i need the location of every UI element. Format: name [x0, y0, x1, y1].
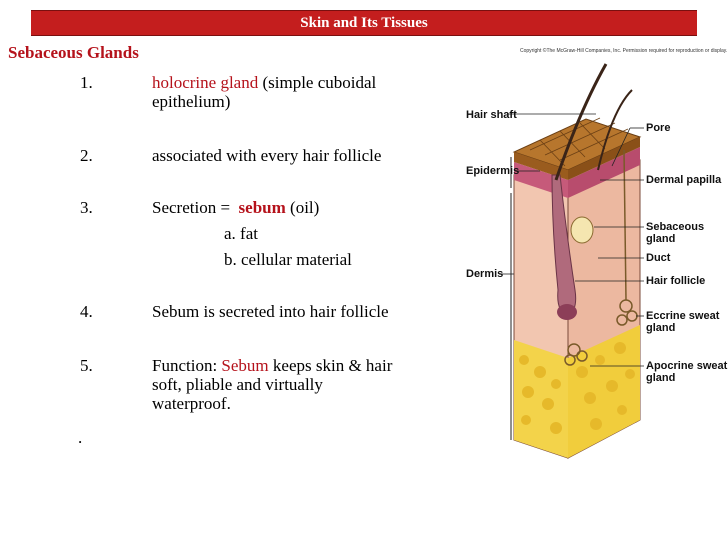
- item-number: 3.: [80, 198, 93, 217]
- item-text-line2: soft, pliable and virtually: [152, 375, 323, 394]
- label-hair-shaft: Hair shaft: [466, 109, 517, 121]
- list-item-5: Function: Sebum keeps skin & hair: [152, 356, 392, 375]
- item-number: 1.: [80, 73, 93, 92]
- term-holocrine-gland: holocrine gland: [152, 73, 259, 92]
- list-item-1: holocrine gland (simple cuboidal: [152, 73, 376, 92]
- item-text: (simple cuboidal: [258, 73, 377, 92]
- surface-texture: [529, 117, 629, 167]
- title-bar: Skin and Its Tissues: [31, 10, 697, 36]
- item-text: keeps skin & hair: [268, 356, 393, 375]
- list-item-2: associated with every hair follicle: [152, 146, 382, 165]
- label-dermis: Dermis: [466, 268, 504, 280]
- term-sebum: sebum: [238, 198, 286, 217]
- item-text: Function:: [152, 356, 222, 375]
- item-text-line2: epithelium): [152, 92, 231, 111]
- fat-cells: [519, 342, 635, 434]
- label-epidermis: Epidermis: [466, 165, 520, 177]
- item-text: Secretion =: [152, 198, 235, 217]
- label-sebaceous-gland: Sebaceous gland: [646, 221, 705, 245]
- term-sebum: Sebum: [221, 356, 269, 375]
- label-line: Apocrine sweat: [646, 360, 728, 372]
- label-line: gland: [646, 322, 676, 334]
- label-line: gland: [646, 372, 676, 384]
- item-text-line3: waterproof.: [152, 394, 231, 413]
- item-text: (oil): [285, 198, 320, 217]
- copyright-notice: Copyright ©The McGraw-Hill Companies, In…: [520, 48, 728, 54]
- item-number: 2.: [80, 146, 93, 165]
- list-item-4: Sebum is secreted into hair follicle: [152, 302, 389, 321]
- apocrine-gland-coil: [564, 343, 588, 366]
- label-pore: Pore: [646, 122, 671, 134]
- label-line: Eccrine sweat: [646, 310, 720, 322]
- sub-item-fat: a. fat: [224, 224, 258, 243]
- section-heading: Sebaceous Glands: [8, 43, 139, 62]
- trailing-dot: .: [78, 428, 83, 447]
- label-duct: Duct: [646, 252, 671, 264]
- leader-lines: [499, 113, 644, 367]
- eccrine-gland-coil: [616, 149, 638, 326]
- label-dermal-papilla: Dermal papilla: [646, 174, 722, 186]
- label-apocrine-sweat-gland: Apocrine sweat gland: [646, 360, 727, 384]
- label-hair-follicle: Hair follicle: [646, 275, 706, 287]
- item-number: 4.: [80, 302, 93, 321]
- label-eccrine-sweat-gland: Eccrine sweat gland: [646, 310, 719, 334]
- list-item-3: Secretion = sebum (oil): [152, 198, 319, 217]
- item-number: 5.: [80, 356, 93, 375]
- sub-item-cellular-material: b. cellular material: [224, 250, 352, 269]
- slide-title: Skin and Its Tissues: [300, 15, 428, 31]
